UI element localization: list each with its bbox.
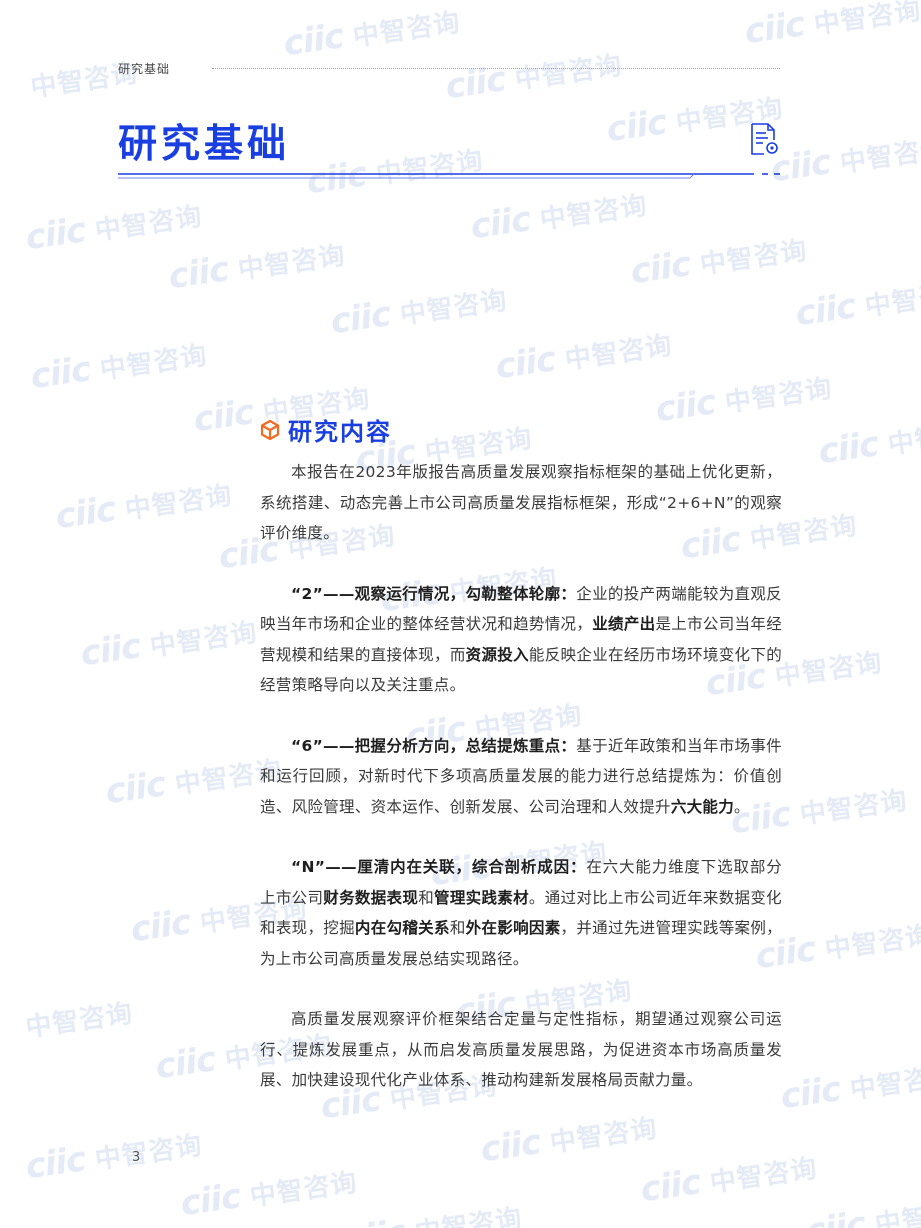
page-title: 研究基础 — [118, 122, 291, 167]
watermark: ciic 中智咨询 — [78, 617, 260, 675]
bold-term: 外在影响因素 — [465, 919, 561, 937]
cube-icon — [260, 419, 280, 440]
paragraph-n-lead: “N”——厘清内在关联，综合剖析成因： — [291, 858, 587, 876]
watermark: ciic 中智咨询 — [768, 133, 921, 191]
title-underline — [118, 173, 780, 179]
watermark: ciic 中智咨询 — [443, 50, 625, 108]
section-title: 研究内容 — [288, 418, 392, 446]
paragraph-n: “N”——厘清内在关联，综合剖析成因：在六大能力维度下选取部分上市公司财务数据表… — [260, 858, 782, 968]
watermark: ciic 中智咨询 — [778, 1060, 921, 1118]
watermark: ciic 中智咨询 — [103, 755, 285, 813]
paragraph-2: “2”——观察运行情况，勾勒整体轮廓：企业的投产两端能较为直观反映当年市场和企业… — [260, 584, 782, 695]
watermark: 中智咨询 — [23, 998, 135, 1044]
watermark: ciic 中智咨询 — [468, 190, 650, 248]
watermark: ciic 中智咨询 — [281, 7, 463, 65]
page-number: 3 — [132, 1150, 141, 1165]
bold-term: 财务数据表现 — [323, 888, 419, 907]
watermark: ciic 中智咨询 — [28, 340, 210, 398]
watermark: ciic 中智咨询 — [343, 1203, 525, 1228]
watermark: ciic 中智咨询 — [742, 0, 921, 53]
paragraph-6: “6”——把握分析方向，总结提炼重点：基于近年政策和当年市场事件和运行回顾，对新… — [260, 736, 782, 816]
closing-paragraph: 高质量发展观察评价框架结合定量与定性指标，期望通过观察公司运行、提炼发展重点，从… — [260, 1010, 782, 1089]
watermark: ciic 中智咨询 — [493, 330, 675, 388]
watermark: ciic 中智咨询 — [816, 415, 921, 473]
watermark: ciic 中智咨询 — [166, 240, 348, 298]
bold-term: 业绩产出 — [592, 615, 656, 633]
bold-term: 管理实践素材 — [434, 888, 529, 907]
watermark: ciic 中智咨询 — [638, 1153, 820, 1211]
header-dotted-rule — [212, 68, 780, 69]
intro-paragraph: 本报告在2023年版报告高质量发展观察指标框架的基础上优化更新，系统搭建、动态完… — [260, 463, 782, 542]
document-icon — [751, 123, 778, 155]
watermark: ciic 中智咨询 — [328, 285, 510, 343]
watermark: ciic 中智咨询 — [23, 201, 205, 259]
bold-term: 内在勾稽关系 — [354, 919, 450, 937]
watermark: ciic 中智咨询 — [304, 145, 486, 203]
section-heading: 研究内容 — [260, 412, 392, 447]
watermark: ciic 中智咨询 — [793, 277, 921, 335]
watermark: ciic 中智咨询 — [23, 1130, 205, 1188]
bold-term: 六大能力 — [670, 797, 735, 816]
body-text: 本报告在2023年版报告高质量发展观察指标框架的基础上优化更新，系统搭建、动态完… — [260, 457, 782, 1126]
watermark: ciic 中智咨询 — [803, 1195, 921, 1228]
watermark: ciic 中智咨询 — [653, 373, 835, 431]
paragraph-6-lead: “6”——把握分析方向，总结提炼重点： — [291, 736, 577, 755]
watermark: ciic 中智咨询 — [178, 1167, 360, 1225]
bold-term: 资源投入 — [465, 645, 529, 664]
watermark: ciic 中智咨询 — [628, 235, 810, 293]
watermark: ciic 中智咨询 — [53, 480, 235, 538]
paragraph-2-lead: “2”——观察运行情况，勾勒整体轮廓： — [291, 584, 577, 603]
running-header: 研究基础 — [118, 62, 171, 76]
